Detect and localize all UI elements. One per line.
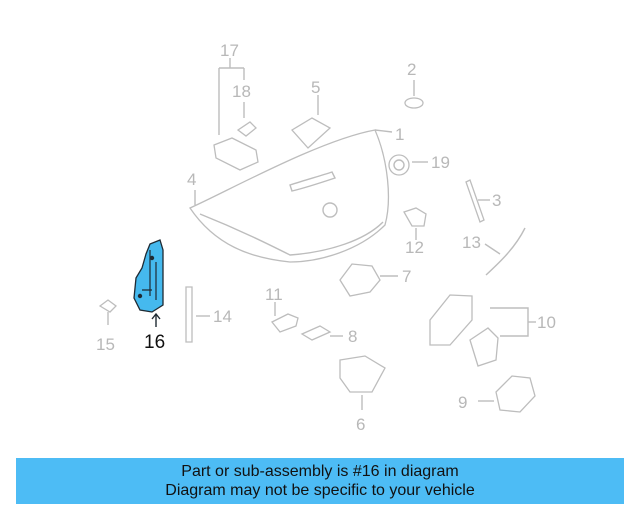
part-16-highlighted bbox=[133, 239, 164, 327]
label-13: 13 bbox=[462, 233, 481, 252]
info-banner: Part or sub-assembly is #16 in diagram D… bbox=[16, 458, 624, 504]
label-11: 11 bbox=[265, 285, 283, 304]
banner-line-1: Part or sub-assembly is #16 in diagram bbox=[181, 463, 459, 480]
label-8: 8 bbox=[348, 327, 357, 346]
part-5 bbox=[290, 95, 332, 149]
part-19 bbox=[388, 154, 428, 176]
part-9 bbox=[478, 375, 536, 413]
label-7: 7 bbox=[402, 267, 411, 286]
part-17-18 bbox=[213, 58, 259, 171]
label-14: 14 bbox=[213, 307, 232, 326]
part-6 bbox=[339, 355, 386, 410]
label-12: 12 bbox=[405, 238, 424, 257]
label-18: 18 bbox=[232, 82, 251, 101]
part-3 bbox=[465, 179, 490, 223]
part-10 bbox=[429, 294, 536, 367]
label-3: 3 bbox=[492, 191, 501, 210]
part-15 bbox=[98, 299, 117, 325]
parts-diagram: 1 2 3 4 5 6 7 8 9 bbox=[96, 41, 556, 434]
part-13 bbox=[484, 227, 526, 276]
label-10: 10 bbox=[537, 313, 556, 332]
hood-part bbox=[189, 129, 393, 263]
part-14 bbox=[185, 286, 210, 343]
label-16: 16 bbox=[144, 332, 165, 353]
label-19: 19 bbox=[431, 153, 450, 172]
part-8 bbox=[300, 325, 343, 341]
label-2: 2 bbox=[407, 60, 416, 79]
label-17: 17 bbox=[220, 41, 239, 60]
label-9: 9 bbox=[458, 393, 467, 412]
part-7 bbox=[339, 263, 398, 297]
label-1: 1 bbox=[395, 125, 404, 144]
banner-line-2: Diagram may not be specific to your vehi… bbox=[165, 482, 475, 499]
part-2 bbox=[404, 80, 424, 109]
part-11 bbox=[270, 302, 299, 333]
label-6: 6 bbox=[356, 415, 365, 434]
label-5: 5 bbox=[311, 78, 320, 97]
label-4: 4 bbox=[187, 170, 196, 189]
label-15: 15 bbox=[96, 335, 115, 354]
part-12 bbox=[403, 207, 427, 240]
